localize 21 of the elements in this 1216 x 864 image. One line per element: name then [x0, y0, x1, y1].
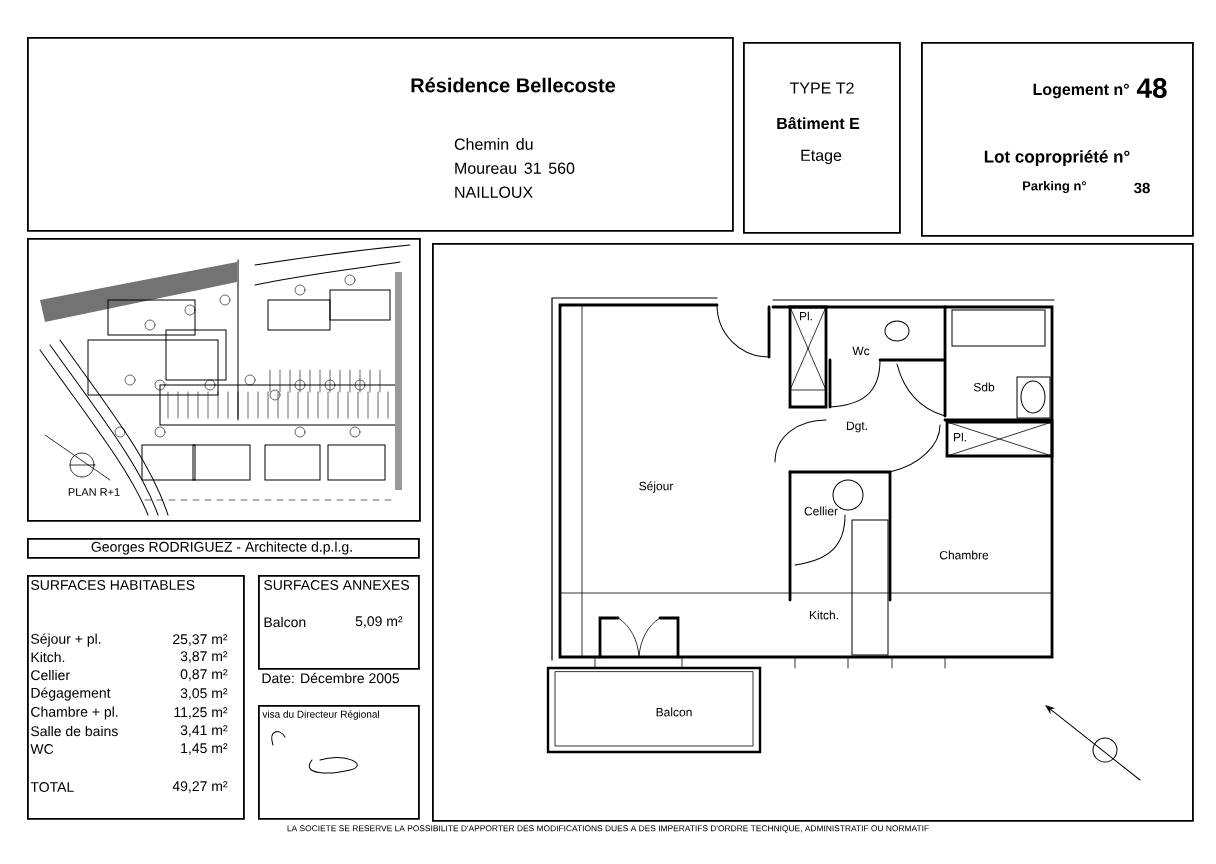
room-label: Dgt. — [847, 421, 867, 433]
site-plan-panel: PLAN R+1 — [27, 238, 421, 522]
room-label: Chambre — [939, 550, 989, 560]
room-label: Pl. — [800, 311, 812, 321]
lot-box: Logement n° 48 Lot copropriété n° Parking n° 38 — [921, 42, 1194, 237]
room-label: Sdb — [973, 382, 995, 392]
room-label: Balcon — [656, 707, 692, 717]
annex-table: SURFACES ANNEXES Balcon 5,09 m² — [258, 575, 420, 670]
room-label: Pl. — [954, 432, 966, 442]
room-label: Séjour — [639, 481, 674, 493]
room-label: Kitch. — [809, 610, 838, 620]
room-label: Wc — [852, 346, 870, 356]
type-box: TYPE T2 Bâtiment E Etage — [743, 42, 901, 234]
surface-table: SURFACES HABITABLES Séjour + pl. 25,37 m² Kitch. 3,87 m² Cellier 0,87 m² Dégagement 3,05 m² Chambre + pl. 11,25 m² Salle de bains 3,41 m² WC 1,45 m² TOTAL 49,27 m² — [27, 575, 245, 820]
room-label: Cellier — [804, 506, 838, 516]
architect-box: Georges RODRIGUEZ - Architecte d.p.l.g. — [27, 538, 420, 559]
signature-box: visa du Directeur Régional — [258, 705, 420, 820]
disclaimer-note: LA SOCIETE SE RESERVE LA POSSIBILITE D'APPORTER DES MODIFICATIONS DUES A DES IMPERATIFS D'ORDRE TECHNIQUE, ADMINISTRATIF OU NORMATIF — [287, 825, 929, 833]
floor-plan-panel — [432, 243, 1194, 822]
address-box: Résidence Bellecoste Chemin du Moureau 31 560 NAILLOUX — [27, 37, 734, 232]
date-text: Date: Décembre 2005 — [262, 672, 400, 684]
